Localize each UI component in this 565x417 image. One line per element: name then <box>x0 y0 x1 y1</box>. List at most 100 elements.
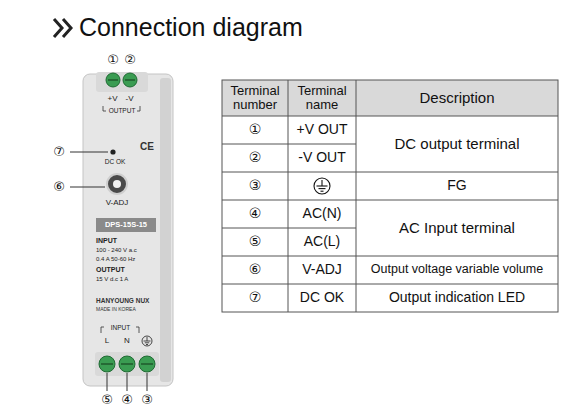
terminal-screw <box>123 73 137 87</box>
knob-center <box>113 180 121 188</box>
grid-line <box>222 228 356 229</box>
spec-text: 100 - 240 V a.c <box>96 246 160 254</box>
table-cell: V-ADJ <box>289 257 355 283</box>
chevron <box>63 19 71 37</box>
leader-line <box>70 187 105 188</box>
table-cell: ③ <box>223 173 287 199</box>
grid-line <box>222 284 558 285</box>
table-cell: +V OUT <box>289 117 355 143</box>
ground-symbol <box>142 336 152 346</box>
table-cell: ⑥ <box>223 257 287 283</box>
table-cell: ① <box>223 117 287 143</box>
terminal-screw <box>119 356 135 372</box>
title-chevrons <box>54 19 71 37</box>
table-border <box>222 80 558 312</box>
ground-stroke <box>319 188 326 189</box>
leader-line <box>70 152 108 153</box>
callout-number: ⑤ <box>98 392 116 408</box>
ground-stroke <box>147 337 148 341</box>
diagram-title: Connection diagram <box>79 11 303 45</box>
grid-line <box>222 256 558 257</box>
spec-heading: OUTPUT <box>96 265 158 274</box>
screw-slot <box>101 363 113 365</box>
v-adj-knob <box>107 174 127 194</box>
leader-line <box>127 373 128 391</box>
callout-number: ① <box>104 52 122 68</box>
spec-text: 15 V d.c 1 A <box>96 275 160 283</box>
table-header-fill <box>222 80 558 116</box>
ground-stroke <box>321 180 322 186</box>
terminal-screw <box>139 356 155 372</box>
table-cell: DC output terminal <box>357 117 557 171</box>
ground-stroke <box>144 341 151 342</box>
bracket <box>137 106 140 111</box>
callout-number: ⑥ <box>50 179 68 195</box>
mark-label: CE <box>137 140 157 153</box>
table-cell: ④ <box>223 201 287 227</box>
terminal-label: +V <box>104 94 121 104</box>
housing-side <box>160 78 171 382</box>
spec-heading: INPUT <box>96 236 158 245</box>
device-housing <box>83 74 173 386</box>
terminal-screw <box>106 73 120 87</box>
output-terminals <box>106 73 137 87</box>
ground-stroke <box>321 191 324 192</box>
table-cell: Output voltage variable volume <box>357 257 557 283</box>
table-cell: -V OUT <box>289 145 355 171</box>
bracket <box>101 327 104 333</box>
callout-number: ⑦ <box>50 144 68 160</box>
grid-line <box>288 80 289 312</box>
screw-slot <box>141 363 153 365</box>
table-cell: DC OK <box>289 285 355 311</box>
input-terminals <box>99 356 155 372</box>
bracket <box>136 327 139 333</box>
callout-number: ② <box>121 52 139 68</box>
leader-line <box>107 373 108 391</box>
ground-ring <box>314 178 330 194</box>
screw-slot <box>108 79 118 81</box>
terminal-block <box>95 352 159 376</box>
terminal-block <box>96 72 148 92</box>
grid-line <box>222 172 558 173</box>
table-cell: AC(N) <box>289 201 355 227</box>
leader-line <box>147 373 148 391</box>
origin-text: MADE IN KOREA <box>96 306 158 313</box>
table-cell: ⑦ <box>223 285 287 311</box>
model-band <box>96 218 156 232</box>
table-cell: AC(L) <box>289 229 355 255</box>
grid-line <box>222 116 558 117</box>
table-header: Description <box>357 81 557 115</box>
brand-logo: HANYOUNG NUX <box>96 296 162 305</box>
led-label: DC OK <box>100 157 130 166</box>
ground-stroke <box>145 342 149 343</box>
terminal-label: L <box>100 336 114 346</box>
dc-ok-led <box>110 149 115 154</box>
terminal-screw <box>99 356 115 372</box>
table-header: Terminal number <box>223 81 287 115</box>
callout-number: ③ <box>138 392 156 408</box>
bracket <box>103 106 106 111</box>
table-cell: Output indication LED <box>357 285 557 311</box>
ground-stroke <box>317 185 328 186</box>
knob-label: V-ADJ <box>101 198 133 209</box>
ground-symbol <box>314 178 330 194</box>
terminal-label: -V <box>121 94 138 104</box>
terminal-label: N <box>120 336 134 346</box>
table-cell: AC Input terminal <box>357 201 557 255</box>
table-grid <box>222 80 558 312</box>
grid-line <box>356 80 357 312</box>
group-label: OUTPUT <box>106 106 138 115</box>
table-header: Terminal name <box>289 81 355 115</box>
grid-line <box>222 144 356 145</box>
ground-ring <box>142 336 152 346</box>
callout-leaders <box>107 373 147 391</box>
table-cell: ② <box>223 145 287 171</box>
spec-text: 0.4 A 50-60 Hz <box>96 255 160 263</box>
grid-line <box>222 200 558 201</box>
group-label: INPUT <box>104 323 137 332</box>
screw-slot <box>125 79 135 81</box>
model-label: DPS-15S-15 <box>96 218 156 232</box>
ground-stroke <box>146 344 148 345</box>
